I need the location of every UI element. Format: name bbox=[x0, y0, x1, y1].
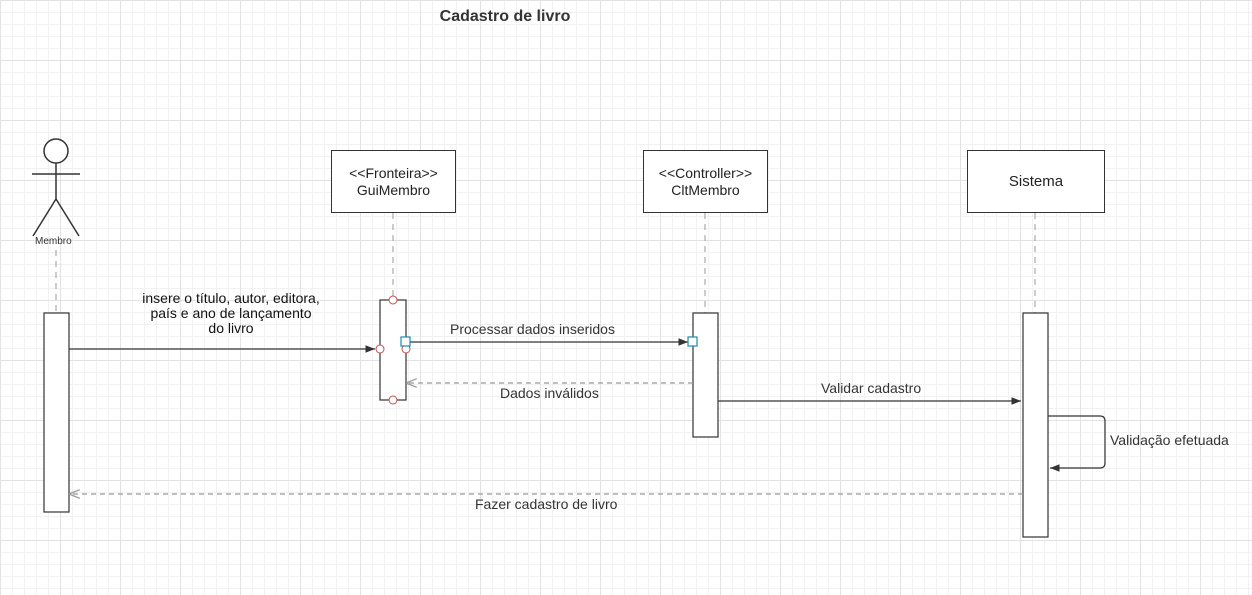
message-insert-line-2: país e ano de lançamento bbox=[150, 305, 312, 321]
message-validated-arrow[interactable] bbox=[1048, 415, 1106, 472]
participant-name: Sistema bbox=[1008, 173, 1064, 190]
boundary-markers bbox=[375, 295, 411, 405]
participant-name: CltMembro bbox=[671, 181, 740, 198]
message-insert-line-1: insere o título, autor, editora, bbox=[142, 290, 320, 306]
message-validate-label: Validar cadastro bbox=[821, 380, 922, 396]
controller-marker-end bbox=[687, 336, 698, 347]
activation-sistema[interactable] bbox=[1022, 312, 1049, 538]
activation-membro[interactable] bbox=[43, 312, 70, 513]
participant-name: GuiMembro bbox=[356, 181, 431, 198]
message-invalid-label: Dados inválidos bbox=[500, 385, 599, 401]
actor-label: Membro bbox=[35, 236, 72, 247]
participant-guimembro[interactable]: <<Fronteira>> GuiMembro bbox=[331, 150, 456, 213]
participant-sistema[interactable]: Sistema bbox=[967, 150, 1105, 213]
activation-cltmembro[interactable] bbox=[692, 312, 719, 438]
message-insert-line-3: do livro bbox=[208, 320, 254, 336]
participant-cltmembro[interactable]: <<Controller>> CltMembro bbox=[643, 150, 768, 213]
controller-marker-start bbox=[400, 336, 411, 347]
message-insert-label: insere o título, autor, editora, país e … bbox=[131, 291, 331, 336]
message-process-label: Processar dados inseridos bbox=[450, 321, 615, 337]
message-done-label: Fazer cadastro de livro bbox=[475, 496, 618, 512]
message-validated-label: Validação efetuada bbox=[1110, 432, 1229, 448]
participant-stereotype: <<Fronteira>> bbox=[349, 164, 438, 181]
diagram-title: Cadastro de livro bbox=[439, 8, 571, 25]
participant-stereotype: <<Controller>> bbox=[658, 164, 753, 181]
actor-figure[interactable] bbox=[32, 138, 80, 237]
